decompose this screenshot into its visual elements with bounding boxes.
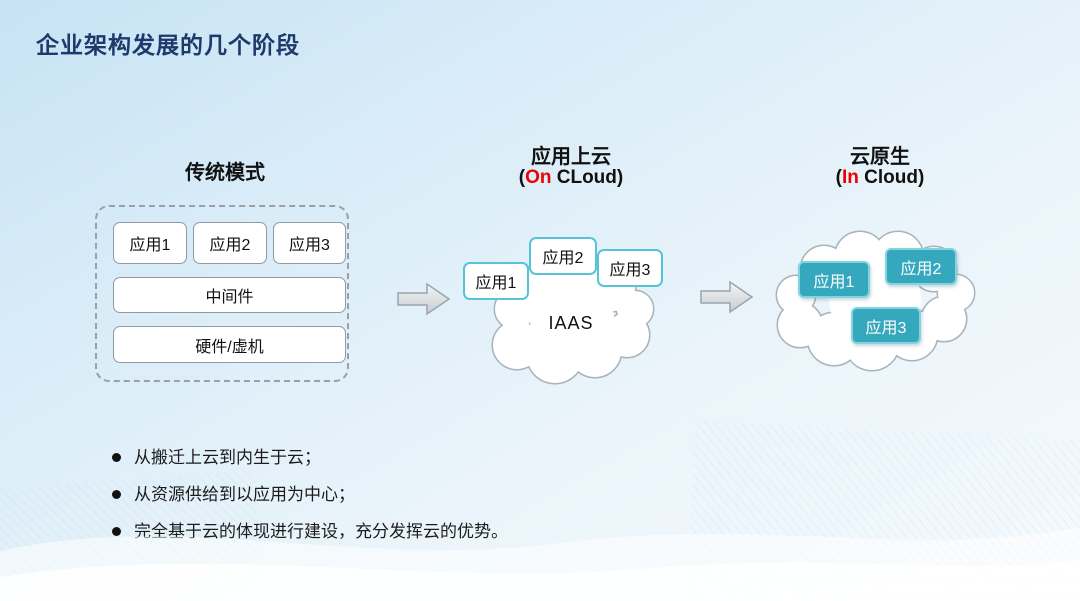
traditional-app-box-3: 应用3: [273, 222, 346, 264]
bullet-list: 从搬迁上云到内生于云； 从资源供给到以应用为中心； 完全基于云的体现进行建设，充…: [112, 446, 508, 557]
traditional-app-box-2: 应用2: [193, 222, 267, 264]
sub-highlight-on: On: [525, 167, 552, 188]
in-cloud-app-box-1: 应用1: [798, 261, 870, 298]
sub-highlight-in: In: [842, 167, 859, 188]
bullet-item: 从搬迁上云到内生于云；: [112, 446, 508, 469]
sub-rest: CLoud): [551, 167, 624, 188]
sub-prefix: (: [835, 167, 842, 188]
stage-header-in-cloud: 云原生: [850, 146, 910, 168]
sub-prefix: (: [518, 167, 526, 188]
bullet-item: 从资源供给到以应用为中心；: [112, 483, 508, 506]
sub-rest: Cloud): [858, 167, 925, 188]
traditional-app-box-1: 应用1: [113, 222, 187, 264]
stage-subtitle-on-cloud: (On CLoud): [481, 167, 661, 189]
hardware-box: 硬件/虚机: [113, 326, 346, 363]
stage-header-on-cloud: 应用上云: [531, 146, 611, 168]
bullet-dot-icon: [112, 527, 121, 536]
on-cloud-app-box-3: 应用3: [597, 249, 663, 287]
bullet-dot-icon: [112, 490, 121, 499]
in-cloud-app-box-2: 应用2: [885, 248, 957, 285]
stage-header-traditional: 传统模式: [185, 162, 265, 184]
on-cloud-app-box-1: 应用1: [463, 262, 529, 300]
wave-decoration: [0, 527, 1080, 601]
middleware-box: 中间件: [113, 277, 346, 313]
bullet-text: 从资源供给到以应用为中心；: [134, 485, 355, 504]
traditional-container: [95, 205, 349, 382]
on-cloud-app-box-2: 应用2: [529, 237, 597, 275]
bullet-text: 从搬迁上云到内生于云；: [134, 448, 321, 467]
in-cloud-app-box-3: 应用3: [851, 307, 921, 344]
arrow-right-icon: [397, 282, 451, 316]
page-title: 企业架构发展的几个阶段: [36, 32, 300, 58]
bullet-item: 完全基于云的体现进行建设，充分发挥云的优势。: [112, 520, 508, 543]
bullet-dot-icon: [112, 453, 121, 462]
bullet-text: 完全基于云的体现进行建设，充分发挥云的优势。: [134, 522, 508, 541]
stage-subtitle-in-cloud: (In Cloud): [790, 167, 970, 189]
iaas-label: IAAS: [548, 313, 594, 333]
arrow-right-icon: [700, 280, 754, 314]
